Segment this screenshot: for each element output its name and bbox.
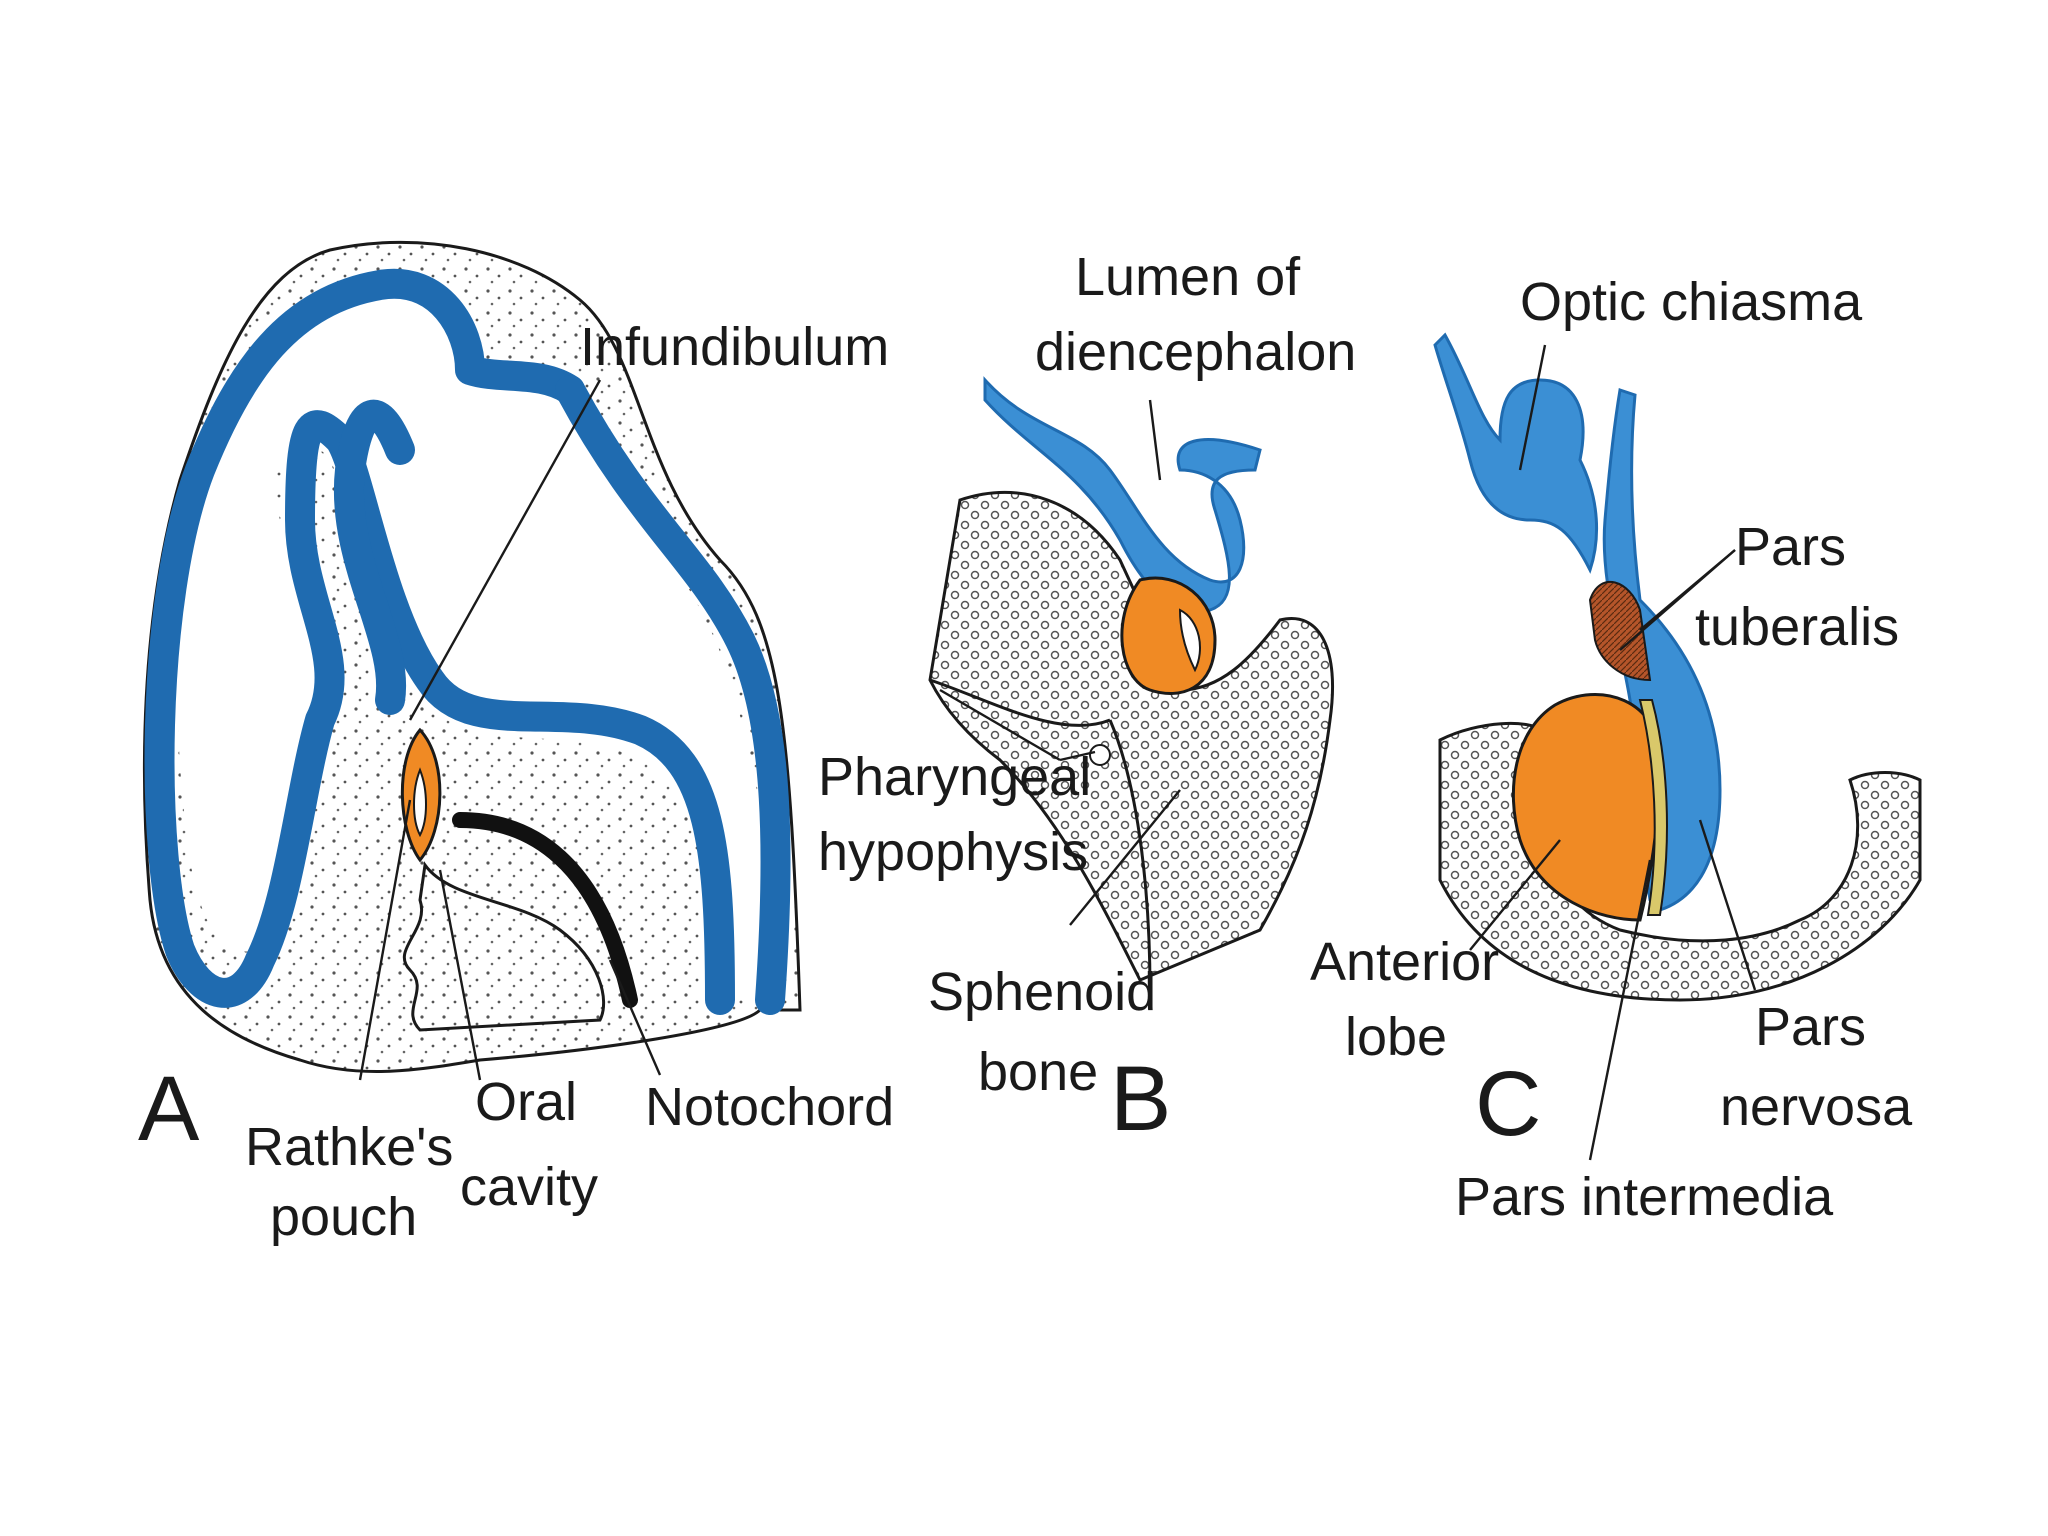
label-rathkes-pouch-2: pouch: [270, 1187, 417, 1247]
rathkes-pouch-lumen: [413, 767, 427, 838]
leader-rathkes-pouch: [358, 799, 412, 1081]
anterior-lobe-shape: [1511, 692, 1662, 922]
leader-oral-cavity: [438, 869, 482, 1081]
label-pharyngeal-2: hypophysis: [818, 822, 1088, 882]
label-anterior-lobe-2: lobe: [1345, 1007, 1447, 1067]
sphenoid-bone: [928, 491, 1335, 982]
label-pharyngeal-1: Pharyngeal: [818, 747, 1091, 807]
label-pars-nervosa-1: Pars: [1755, 997, 1866, 1057]
label-pars-intermedia: Pars intermedia: [1455, 1167, 1834, 1227]
leader-pars-intermedia: [1588, 859, 1652, 1161]
leader-optic-chiasma: [1518, 344, 1547, 471]
pars-intermedia-shape: [1638, 699, 1668, 916]
brain-cavity: [177, 298, 773, 1000]
sphenoid-line-1: [929, 678, 1111, 727]
leader-pars-nervosa: [1698, 819, 1757, 991]
label-lumen-2: diencephalon: [1035, 322, 1356, 382]
neural-tube-wall-right: [555, 375, 791, 1015]
leader-pars-tuberalis-2: [1639, 549, 1736, 631]
leader-anterior-lobe: [1469, 839, 1561, 951]
label-sphenoid-2: bone: [978, 1042, 1098, 1102]
notochord-shape: [452, 812, 638, 1008]
panel-letter-b: B: [1110, 1048, 1171, 1150]
pharyngeal-hypophysis-dot: [1089, 744, 1111, 766]
label-pars-nervosa-2: nervosa: [1720, 1077, 1913, 1137]
leader-infundibulum: [408, 379, 602, 721]
oral-cavity-outline: [402, 861, 606, 1032]
label-oral-cavity-1: Oral: [475, 1072, 577, 1132]
label-notochord: Notochord: [645, 1077, 894, 1137]
panel-b: Lumen of diencephalon Pharyngeal hypophy…: [818, 247, 1356, 1150]
diencephalon-loop: [333, 400, 415, 715]
leader-lumen: [1148, 399, 1162, 481]
leader-pharyngeal: [939, 688, 1061, 762]
pars-tuberalis-shape: [1588, 580, 1652, 682]
sphenoid-line-2: [1108, 719, 1152, 991]
label-anterior-lobe-1: Anterior: [1310, 932, 1499, 992]
label-infundibulum: Infundibulum: [580, 317, 889, 377]
leader-notochord: [608, 959, 662, 1076]
label-optic-chiasma: Optic chiasma: [1520, 272, 1863, 332]
panel-letter-c: C: [1475, 1053, 1541, 1155]
panel-a: Infundibulum Rathke's pouch Oral cavity …: [138, 240, 894, 1247]
label-oral-cavity-2: cavity: [460, 1157, 598, 1217]
leader-sphenoid: [1069, 789, 1181, 926]
label-sphenoid-1: Sphenoid: [928, 962, 1156, 1022]
panel-letter-a: A: [138, 1058, 200, 1160]
label-lumen-1: Lumen of: [1075, 247, 1301, 307]
pouch-b-lumen: [1178, 608, 1201, 673]
neural-tube-wall: [144, 268, 735, 1015]
label-pars-tuberalis-2: tuberalis: [1695, 597, 1899, 657]
panel-c: Optic chiasma Pars tuberalis Anterior lo…: [1310, 272, 1922, 1227]
leader-pharyngeal-2: [1059, 750, 1096, 762]
label-rathkes-pouch-1: Rathke's: [245, 1117, 453, 1177]
optic-chiasma-shape: [1433, 332, 1598, 574]
label-pars-tuberalis-1: Pars: [1735, 517, 1846, 577]
diencephalon-lumen: [983, 376, 1262, 613]
